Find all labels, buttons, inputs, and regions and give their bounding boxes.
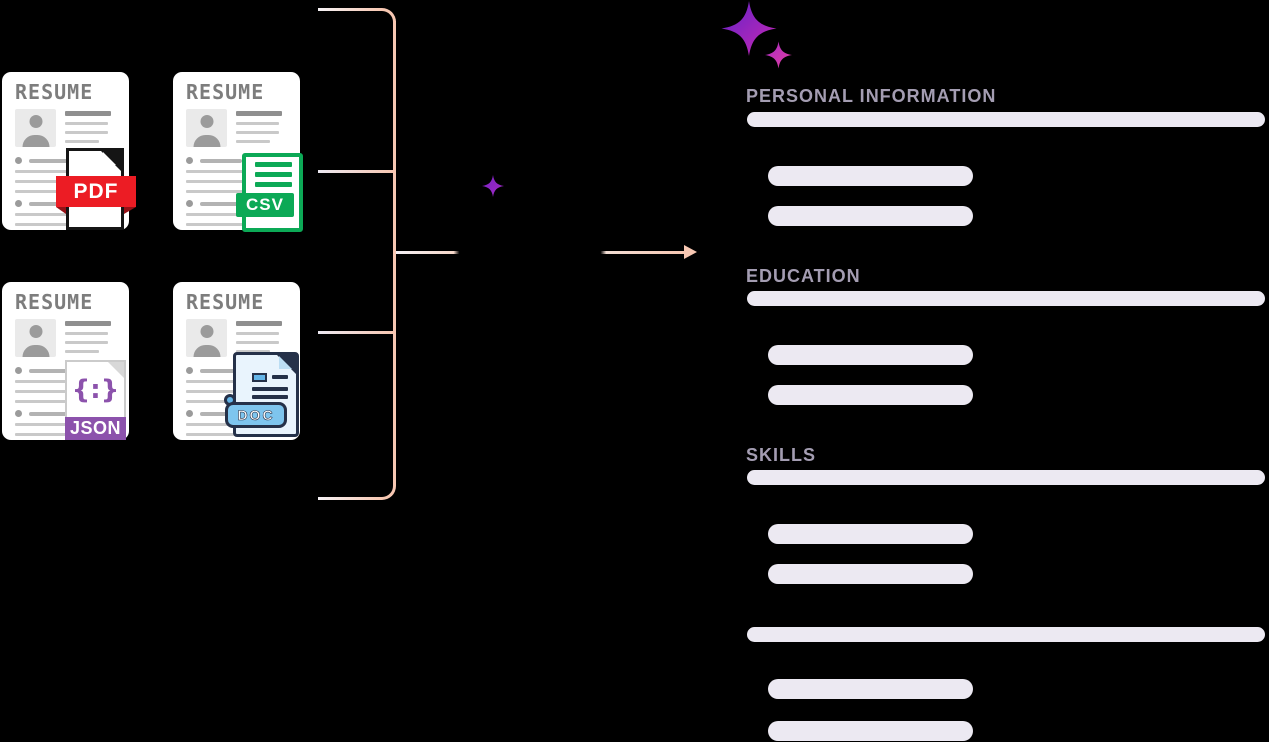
- profile-photo-icon: [15, 109, 56, 147]
- section-title-personal-information: PERSONAL INFORMATION: [746, 86, 997, 106]
- json-file-icon: {:} JSON: [65, 360, 126, 440]
- ai-sparkle-icon-small: [765, 41, 792, 69]
- header-text-lines: [236, 109, 287, 147]
- resume-card-doc: RESUME DOC: [173, 282, 300, 440]
- csv-label: CSV: [246, 195, 284, 214]
- text-line-placeholder-short: [768, 166, 973, 186]
- text-line-placeholder-short: [768, 679, 973, 699]
- csv-label-band: CSV: [236, 193, 294, 217]
- bracket-bottom-line: [318, 497, 382, 500]
- text-line-placeholder-short: [768, 564, 973, 584]
- bracket-vertical-line: [393, 21, 396, 485]
- json-label: JSON: [69, 418, 122, 438]
- bracket-tick-lower: [318, 331, 393, 334]
- bracket-bottom-corner: [382, 484, 396, 500]
- resume-card-title: RESUME: [15, 80, 94, 104]
- ai-sparkle-icon-large: [719, 1, 779, 56]
- json-label-band: JSON: [65, 417, 126, 440]
- header-text-lines: [65, 109, 116, 147]
- bracket-top-line: [318, 8, 382, 11]
- text-line-placeholder-full: [747, 112, 1265, 127]
- resume-card-title: RESUME: [186, 290, 265, 314]
- doc-label-band: DOC: [225, 402, 287, 428]
- resume-card-header: [186, 109, 287, 147]
- resume-card-header: [15, 109, 116, 147]
- resume-card-title: RESUME: [15, 290, 94, 314]
- section-title-education: EDUCATION: [746, 266, 861, 286]
- json-braces-glyph: {:}: [71, 375, 120, 405]
- flow-arrow-line: [396, 251, 684, 254]
- profile-photo-icon: [186, 319, 227, 357]
- text-line-placeholder-full: [747, 470, 1265, 485]
- resume-card-title: RESUME: [186, 80, 265, 104]
- pdf-file-icon: PDF: [56, 148, 136, 230]
- text-line-placeholder-short: [768, 721, 973, 741]
- header-text-lines: [65, 319, 116, 357]
- text-line-placeholder-short: [768, 206, 973, 226]
- section-title-skills: SKILLS: [746, 445, 817, 465]
- doc-label: DOC: [237, 407, 275, 424]
- profile-photo-icon: [15, 319, 56, 357]
- doc-file-icon: DOC: [224, 352, 299, 437]
- pdf-label-ribbon: PDF: [56, 176, 136, 207]
- text-line-placeholder-short: [768, 524, 973, 544]
- flow-arrow-head: [684, 245, 697, 259]
- text-line-placeholder-short: [768, 345, 973, 365]
- resume-card-csv: RESUME CSV: [173, 72, 303, 232]
- resume-card-json: RESUME {:} JSON: [2, 282, 129, 440]
- text-line-placeholder-full: [747, 291, 1265, 306]
- text-line-placeholder-short: [768, 385, 973, 405]
- resume-card-header: [186, 319, 287, 357]
- pdf-label: PDF: [73, 179, 119, 203]
- header-text-lines: [236, 319, 287, 357]
- ai-sparkle-icon-small-center: [482, 173, 504, 199]
- csv-file-icon: CSV: [236, 153, 303, 232]
- bracket-top-corner: [382, 8, 396, 22]
- resume-card-header: [15, 319, 116, 357]
- profile-photo-icon: [186, 109, 227, 147]
- text-line-placeholder-full: [747, 627, 1265, 642]
- bracket-tick-upper: [318, 170, 393, 173]
- resume-card-pdf: RESUME PDF: [2, 72, 136, 230]
